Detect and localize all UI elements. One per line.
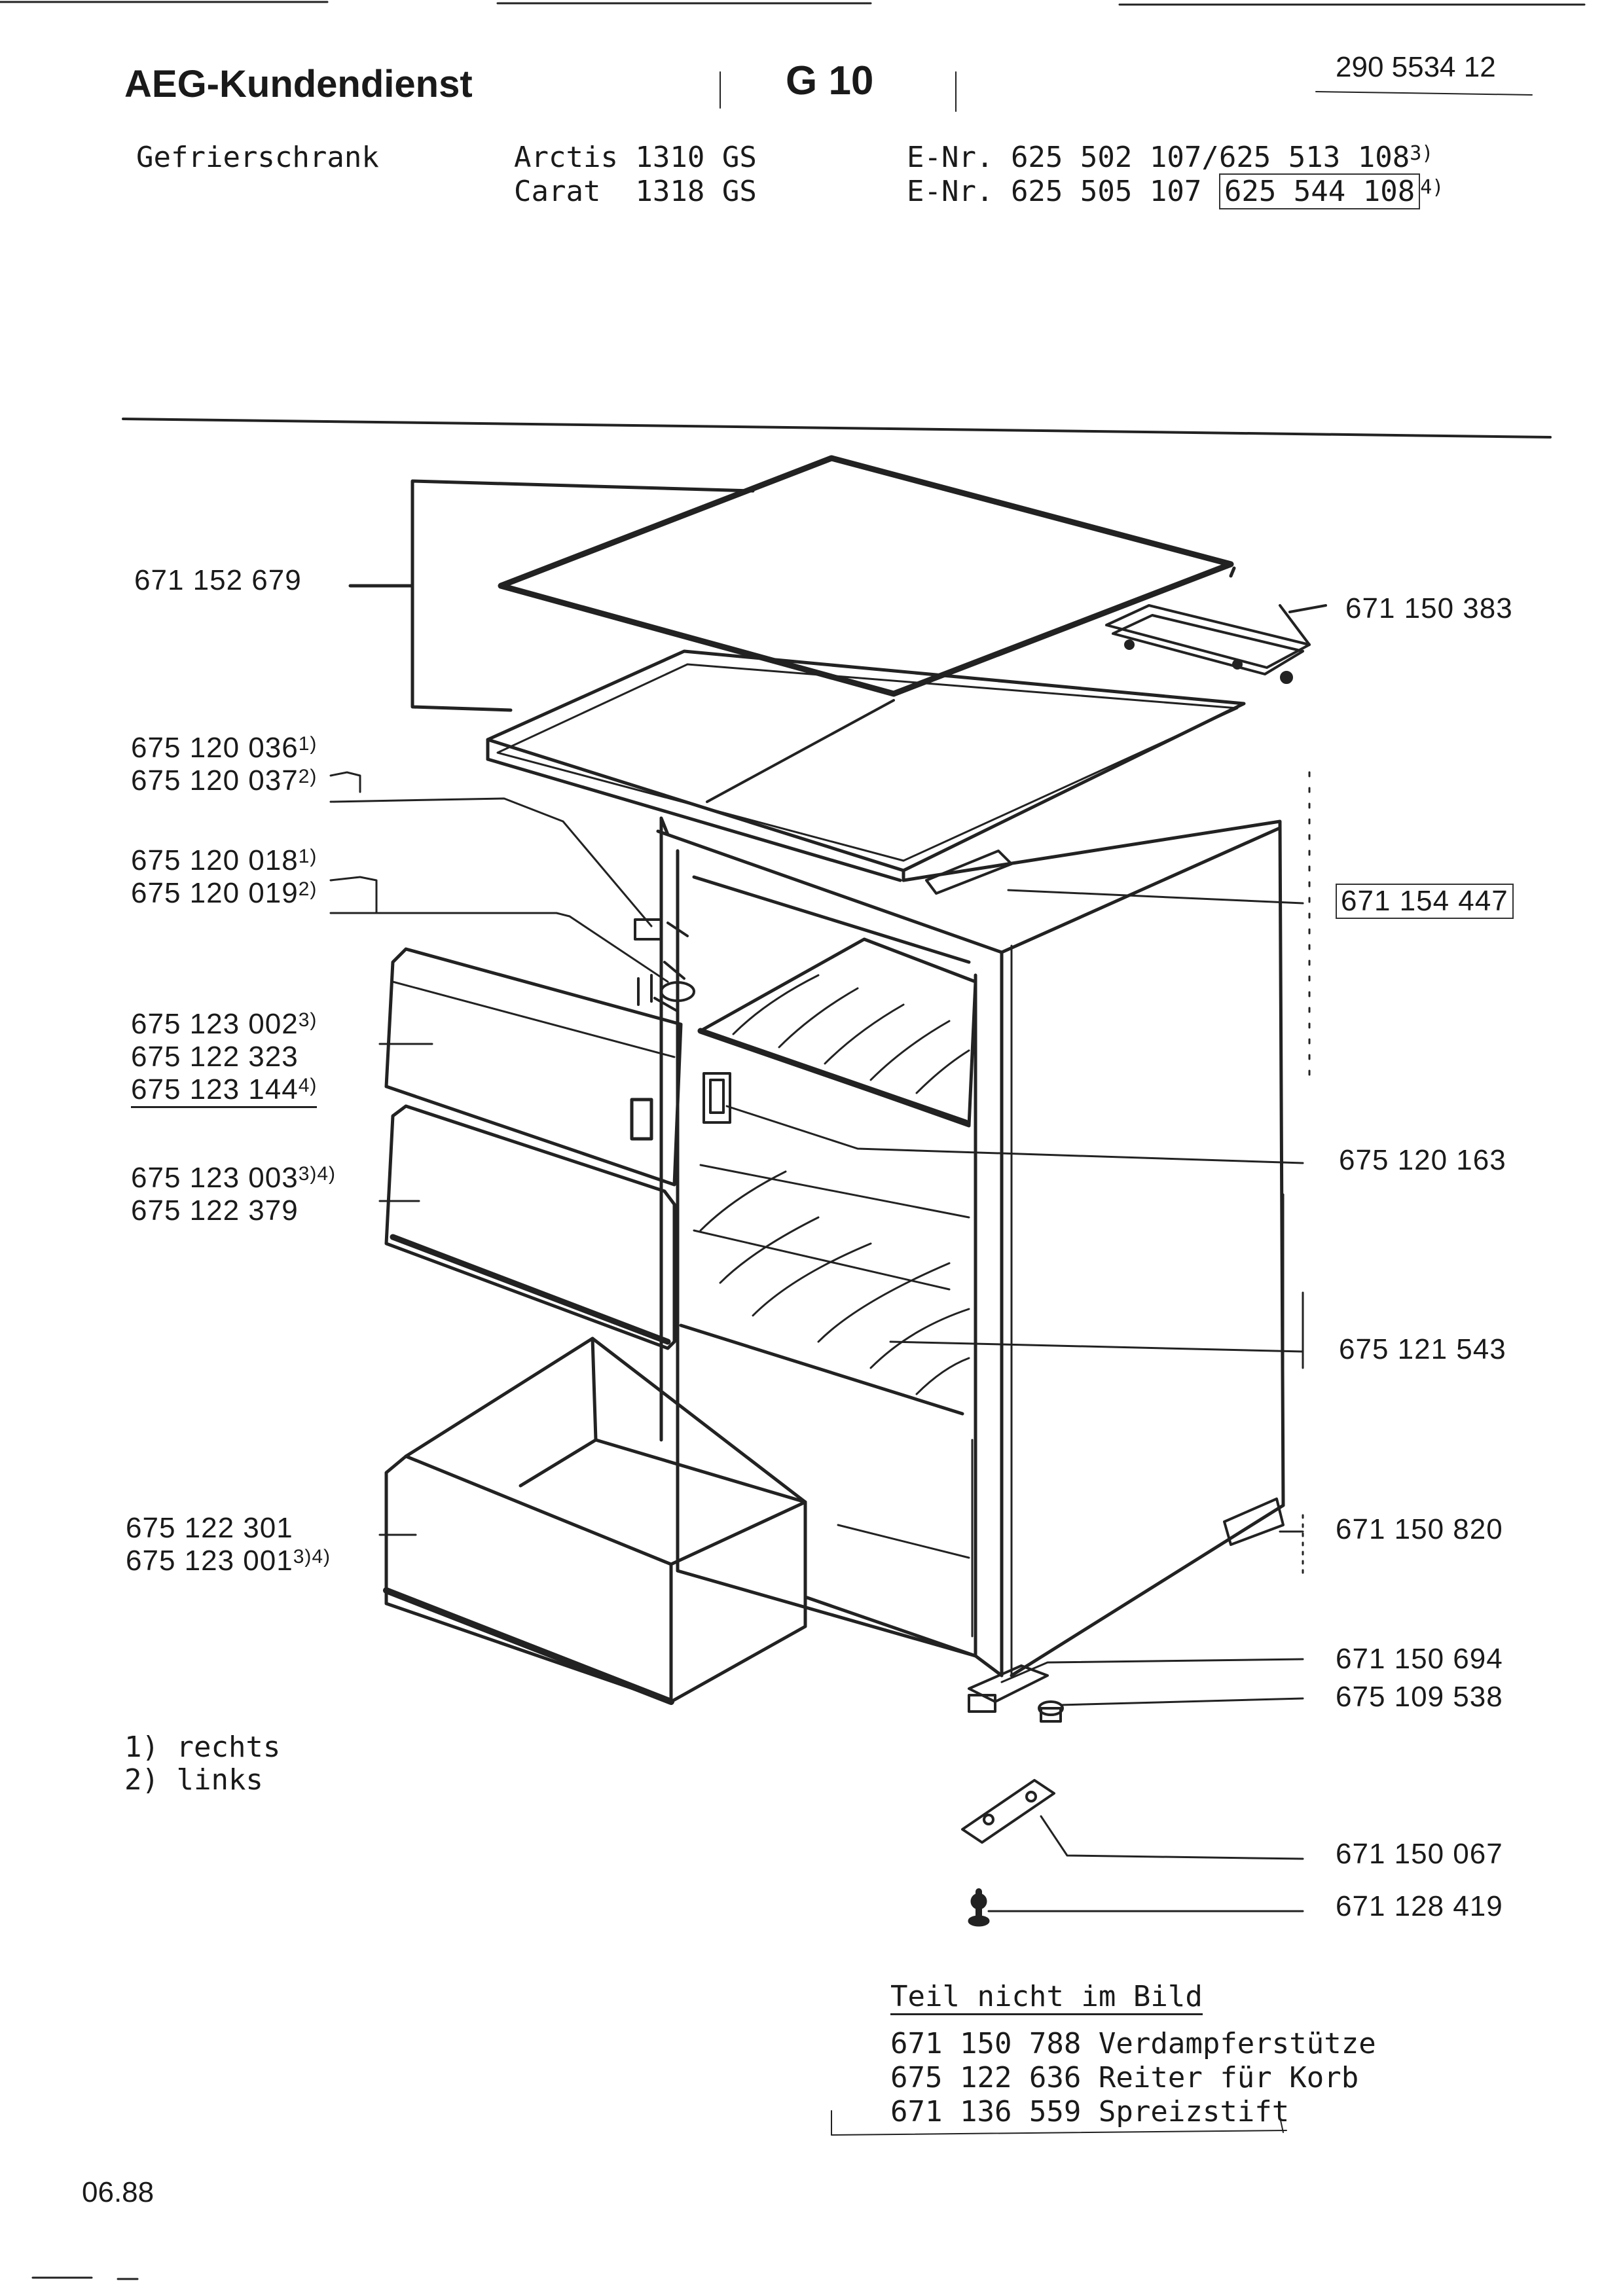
part-label: 671 150 383	[1345, 592, 1513, 624]
door-flap-upper	[384, 947, 683, 1187]
part-label-group: 675 120 0361) 675 120 0372)	[131, 732, 318, 797]
list-item: 671 136 559 Spreizstift	[890, 2095, 1290, 2128]
part-label-group: 675 123 0023) 675 122 323 675 123 1444)	[131, 1008, 318, 1108]
product-type: Gefrierschrank	[136, 141, 379, 174]
print-date: 06.88	[82, 2176, 155, 2208]
model-list: Arctis 1310 GS Carat 1318 GS	[514, 141, 757, 209]
part-label: 671 128 419	[1336, 1890, 1503, 1922]
upper-shelf	[697, 937, 977, 1128]
door-flap-lower	[384, 1104, 676, 1350]
hinge-plate-bottom	[961, 1779, 1055, 1844]
part-label: 671 150 067	[1336, 1838, 1503, 1870]
part-label-group: 675 120 0181) 675 120 0192)	[131, 844, 318, 909]
not-in-picture-list: 671 150 788 Verdampferstütze 675 122 636…	[890, 2027, 1376, 2129]
part-label: 675 121 543	[1339, 1333, 1506, 1365]
door-clip-parts	[634, 850, 1013, 1124]
part-label: 671 150 694	[1336, 1643, 1503, 1675]
brand-title: AEG-Kundendienst	[124, 63, 473, 105]
hinge-bracket-top	[1105, 604, 1311, 684]
part-label-group: 675 123 0033)4) 675 122 379	[131, 1162, 337, 1227]
model-name: Carat 1318 GS	[514, 175, 757, 208]
footnotes: 1) rechts 2) links	[124, 1731, 280, 1797]
not-in-picture-title: Teil nicht im Bild	[890, 1980, 1203, 2015]
part-label-lid: 671 152 679	[134, 564, 302, 596]
model-name: Arctis 1310 GS	[514, 141, 757, 174]
lid-panel	[498, 455, 1236, 697]
list-item: 675 122 636 Reiter für Korb	[890, 2061, 1359, 2094]
lower-shelf	[679, 1164, 970, 1416]
list-item: 671 150 788 Verdampferstütze	[890, 2027, 1376, 2060]
cabinet-feet	[968, 1498, 1285, 1723]
document-number: 290 5534 12	[1336, 51, 1496, 83]
group-code: G 10	[786, 58, 874, 103]
drawer-basket	[383, 1336, 807, 1705]
part-label-group: 675 122 301 675 123 0013)4)	[126, 1512, 331, 1577]
part-label: 675 109 538	[1336, 1681, 1503, 1713]
enr-list: E-Nr. 625 502 107/625 513 1083) E-Nr. 62…	[907, 141, 1444, 209]
part-label: 671 154 447	[1336, 884, 1514, 919]
footnote: 1) rechts	[124, 1731, 281, 1764]
enr-line: E-Nr. 625 502 107/625 513 1083)	[907, 141, 1434, 174]
cabinet-body	[656, 816, 1285, 1677]
cover-plate	[486, 649, 1246, 882]
part-label: 671 150 820	[1336, 1513, 1503, 1545]
screw-part	[968, 1888, 990, 1927]
part-label: 675 120 163	[1339, 1144, 1506, 1176]
footnote: 2) links	[124, 1763, 263, 1797]
